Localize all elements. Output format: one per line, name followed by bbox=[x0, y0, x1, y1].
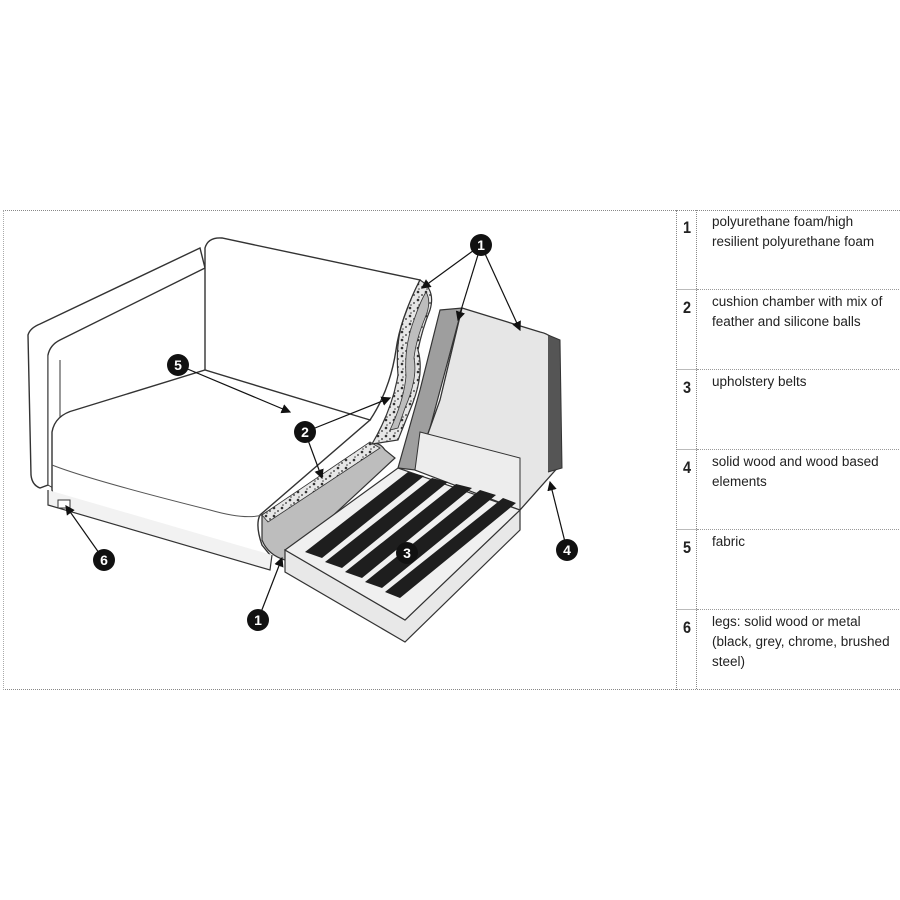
legend-number: 5 bbox=[682, 538, 692, 557]
legend-text: cushion chamber with mix of feather and … bbox=[712, 294, 883, 329]
svg-text:3: 3 bbox=[403, 545, 411, 561]
legend-row-3: 3 upholstery belts bbox=[677, 370, 899, 450]
legend-table: 1 polyurethane foam/high resilient polyu… bbox=[676, 210, 899, 690]
cushion-chamber-border bbox=[261, 441, 381, 523]
backrest-foam-core bbox=[389, 291, 430, 431]
upholstery-belts bbox=[305, 472, 516, 598]
legend-text: legs: solid wood or metal (black, grey, … bbox=[712, 614, 890, 669]
callout-2: 2 bbox=[294, 421, 316, 443]
svg-text:1: 1 bbox=[254, 612, 262, 628]
legend-row-2: 2 cushion chamber with mix of feather an… bbox=[677, 290, 899, 370]
legend-number: 4 bbox=[682, 458, 692, 477]
legend-row-1: 1 polyurethane foam/high resilient polyu… bbox=[677, 210, 899, 290]
svg-text:2: 2 bbox=[301, 424, 309, 440]
svg-text:1: 1 bbox=[477, 237, 485, 253]
callout-1-bottom: 1 bbox=[247, 609, 269, 631]
legend-number: 1 bbox=[682, 218, 692, 237]
legend-text: polyurethane foam/high resilient polyure… bbox=[712, 214, 875, 249]
legend-row-6: 6 legs: solid wood or metal (black, grey… bbox=[677, 610, 899, 690]
callout-4: 4 bbox=[556, 539, 578, 561]
callout-3: 3 bbox=[396, 542, 418, 564]
legend-number: 6 bbox=[682, 618, 692, 637]
wood-frame-side bbox=[414, 307, 563, 511]
legend-number: 2 bbox=[682, 298, 692, 317]
svg-text:6: 6 bbox=[100, 552, 108, 568]
diagram-frame bbox=[3, 210, 900, 690]
legend-row-5: 5 fabric bbox=[677, 530, 899, 610]
legend-number: 3 bbox=[682, 378, 692, 397]
leg bbox=[57, 499, 71, 509]
legend-row-4: 4 solid wood and wood based elements bbox=[677, 450, 899, 530]
callout-1-top: 1 bbox=[470, 234, 492, 256]
svg-text:5: 5 bbox=[174, 357, 182, 373]
sofa-base bbox=[47, 490, 273, 571]
legend-text: solid wood and wood based elements bbox=[712, 454, 879, 489]
callout-6: 6 bbox=[93, 549, 115, 571]
svg-text:4: 4 bbox=[563, 542, 571, 558]
legend-text: fabric bbox=[712, 534, 746, 549]
sofa-cutaway-diagram: 1 1 2 3 4 5 6 bbox=[27, 234, 578, 643]
legend-text: upholstery belts bbox=[712, 374, 807, 389]
leader-lines bbox=[65, 244, 568, 621]
callout-5: 5 bbox=[167, 354, 189, 376]
